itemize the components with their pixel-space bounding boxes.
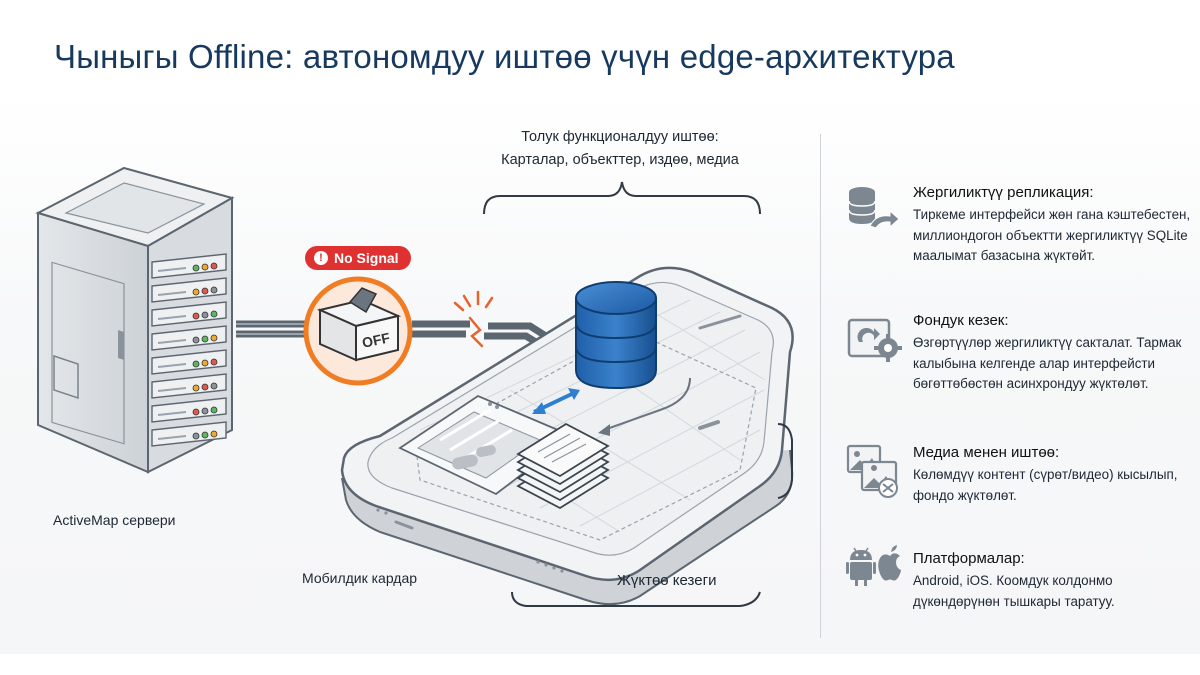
- server-slot: [151, 397, 227, 423]
- upload-queue-stack: [516, 422, 610, 510]
- side-brace: [777, 423, 793, 499]
- sync-arrows: [532, 377, 691, 436]
- feature-title: Фондук кезек:: [913, 312, 1009, 329]
- bottom-brace: [511, 591, 761, 607]
- server-led-indicator: [192, 312, 200, 320]
- server-led-indicator: [210, 430, 218, 438]
- server-slots: [151, 253, 227, 447]
- server-slot: [151, 349, 227, 375]
- server-slot: [151, 253, 227, 279]
- server-slot: [151, 301, 227, 327]
- server-slot: [151, 277, 227, 303]
- feature-background-queue: Фондук кезек: Өзгөртүүлөр жергиликтүү са…: [846, 312, 1191, 422]
- top-brace: [483, 181, 761, 215]
- broken-connection-icon: [453, 290, 494, 348]
- server-slot-vent: [157, 291, 187, 296]
- top-caption-line2: Карталар, объекттер, издөө, медиа: [501, 152, 739, 168]
- server-led-indicator: [201, 407, 209, 415]
- feature-media: Медиа менен иштөө: Көлөмдүү контент (сүр…: [846, 444, 1191, 514]
- server-led-indicator: [210, 406, 218, 414]
- server-slot-vent: [157, 411, 187, 416]
- media-images-icon: [846, 444, 898, 498]
- page-title: Чыныгы Offline: автономдуу иштөө үчүн ed…: [54, 38, 955, 75]
- server-led-indicator: [201, 383, 209, 391]
- server-led-indicator: [210, 262, 218, 270]
- mobile-client-label: Мобилдик кардар: [302, 570, 418, 586]
- server-led-indicator: [210, 286, 218, 294]
- feature-local-replication: Жергиликтүү репликация: Тиркеме интерфей…: [846, 184, 1191, 294]
- server-label: ActiveMap сервери: [53, 512, 176, 528]
- feature-title: Платформалар:: [913, 550, 1025, 567]
- no-signal-badge: ! No Signal: [305, 246, 411, 270]
- server-led-indicator: [210, 382, 218, 390]
- server-led-indicator: [192, 432, 200, 440]
- local-database-icon: [575, 281, 657, 390]
- feature-title: Медиа менен иштөө:: [913, 444, 1060, 461]
- feature-platforms: Платформалар: Android, iOS. Коомдук колд…: [846, 550, 1191, 620]
- server-slot-vent: [157, 435, 187, 440]
- server-led-indicator: [210, 310, 218, 318]
- server-led-indicator: [210, 358, 218, 366]
- divider: [820, 134, 821, 638]
- server-slot: [151, 421, 227, 447]
- server-led-indicator: [192, 336, 200, 344]
- server-led-indicator: [201, 311, 209, 319]
- server-slot: [151, 325, 227, 351]
- server-led-indicator: [210, 334, 218, 342]
- database-replication-icon: [848, 187, 900, 229]
- feature-body: Өзгөртүүлөр жергиликтүү сакталат. Тармак…: [913, 335, 1182, 392]
- feature-body: Тиркеме интерфейси жөн гана кэштебестен,…: [913, 207, 1191, 264]
- background-queue-gear-icon: [847, 318, 902, 362]
- server-slot-vent: [157, 387, 187, 392]
- feature-body: Көлөмдүү контент (сүрөт/видео) кысылып, …: [913, 467, 1178, 503]
- no-signal-text: No Signal: [334, 250, 399, 266]
- android-apple-icon: [846, 545, 901, 586]
- server-slot-vent: [157, 315, 187, 320]
- server-slot-vent: [157, 339, 187, 344]
- switch-off-text: OFF: [361, 329, 392, 351]
- app-ui-card: [398, 394, 574, 496]
- server-led-indicator: [192, 408, 200, 416]
- feature-title: Жергиликтүү репликация:: [913, 184, 1094, 201]
- server-slot: [151, 373, 227, 399]
- server-led-indicator: [201, 287, 209, 295]
- feature-body: Android, iOS. Коомдук колдонмо дүкөндөрү…: [913, 573, 1115, 609]
- server-led-indicator: [201, 359, 209, 367]
- server-led-indicator: [192, 360, 200, 368]
- alert-icon: !: [314, 251, 328, 265]
- top-caption-line1: Толук функционалдуу иштөө:: [521, 129, 719, 145]
- offline-switch-icon: OFF: [303, 276, 413, 386]
- server-led-indicator: [201, 431, 209, 439]
- server-led-indicator: [201, 263, 209, 271]
- server-led-indicator: [192, 288, 200, 296]
- server-slot-vent: [157, 267, 187, 272]
- server-led-indicator: [192, 384, 200, 392]
- server-led-indicator: [192, 264, 200, 272]
- server-led-indicator: [201, 335, 209, 343]
- upload-queue-label: Жүктөө кезеги: [617, 572, 717, 589]
- top-caption: Толук функционалдуу иштөө: Карталар, объ…: [455, 126, 785, 172]
- server-slot-vent: [157, 363, 187, 368]
